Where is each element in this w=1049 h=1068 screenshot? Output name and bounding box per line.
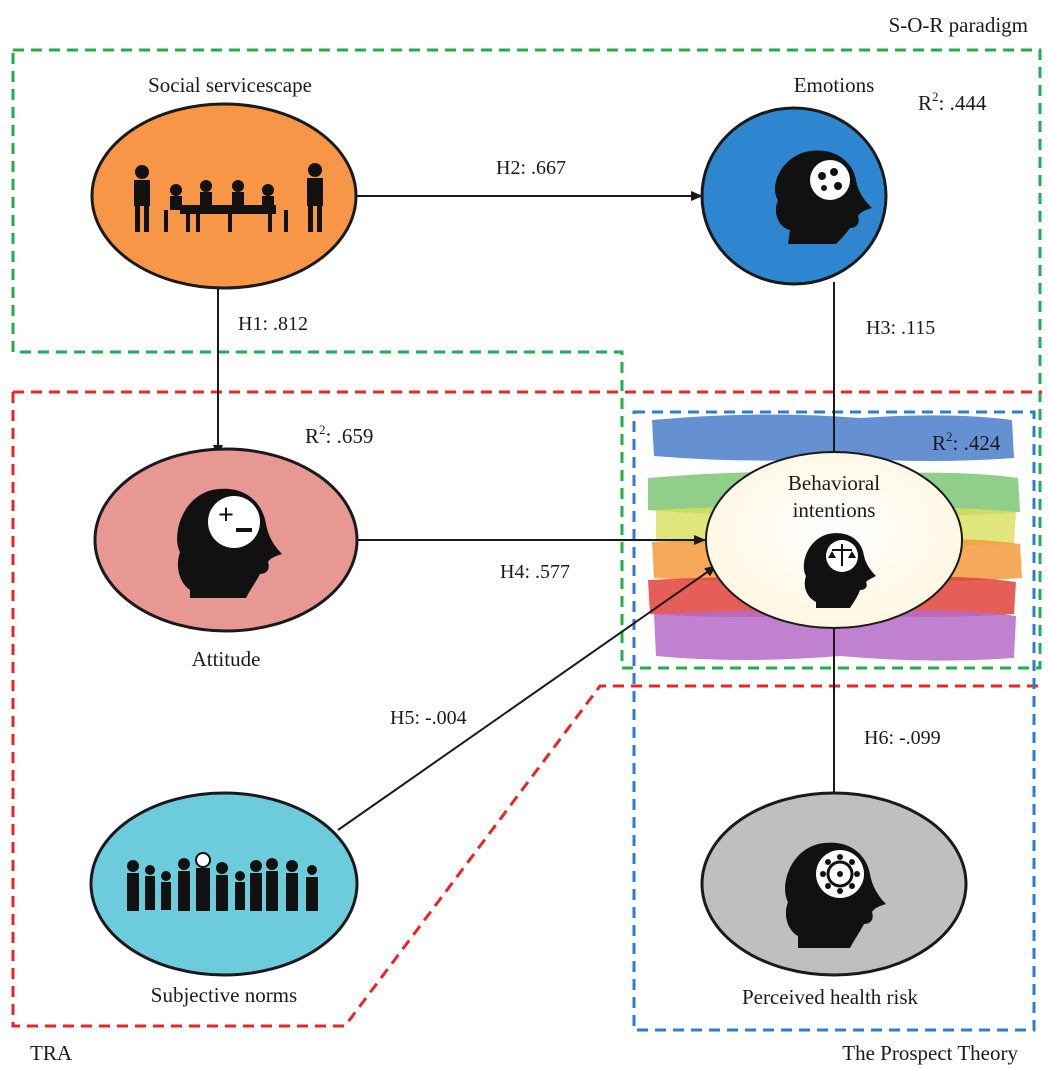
family-group-icon bbox=[127, 852, 318, 911]
head-virus-icon bbox=[785, 842, 886, 948]
restaurant-people-icon bbox=[134, 163, 323, 232]
attitude-r2: R2: .659 bbox=[305, 422, 373, 448]
social-servicescape-node bbox=[90, 102, 358, 290]
tra-label: TRA bbox=[30, 1041, 73, 1065]
plus-symbol: + bbox=[218, 500, 234, 531]
perceived-health-risk-label: Perceived health risk bbox=[742, 985, 919, 1009]
h4-label: H4: .577 bbox=[500, 561, 570, 583]
sor-paradigm-boundary bbox=[11, 48, 1042, 670]
head-brain-icon bbox=[775, 150, 872, 244]
sor-paradigm-label: S-O-R paradigm bbox=[889, 13, 1028, 37]
behavioral-intentions-r2: R2: .424 bbox=[932, 429, 1001, 455]
head-scales-icon bbox=[803, 533, 876, 608]
h5-label: H5: -.004 bbox=[390, 707, 467, 729]
tra-boundary bbox=[11, 390, 1042, 1028]
prospect-theory-label: The Prospect Theory bbox=[842, 1041, 1018, 1065]
h1-label: H1: .812 bbox=[238, 313, 308, 335]
emotions-label: Emotions bbox=[794, 73, 875, 97]
attitude-label: Attitude bbox=[192, 647, 261, 671]
behavioral-intentions-label-line1: Behavioral bbox=[788, 471, 880, 495]
h3-label: H3: .115 bbox=[866, 317, 935, 339]
arrow-h5 bbox=[337, 565, 717, 831]
subjective-norms-label: Subjective norms bbox=[151, 983, 297, 1007]
h6-label: H6: -.099 bbox=[864, 727, 941, 749]
behavioral-intentions-label-line2: intentions bbox=[793, 498, 876, 522]
h2-label: H2: .667 bbox=[496, 157, 566, 179]
head-plus-minus-icon: + bbox=[177, 488, 282, 598]
emotions-r2: R2: .444 bbox=[918, 89, 987, 115]
social-servicescape-label: Social servicescape bbox=[148, 73, 312, 97]
